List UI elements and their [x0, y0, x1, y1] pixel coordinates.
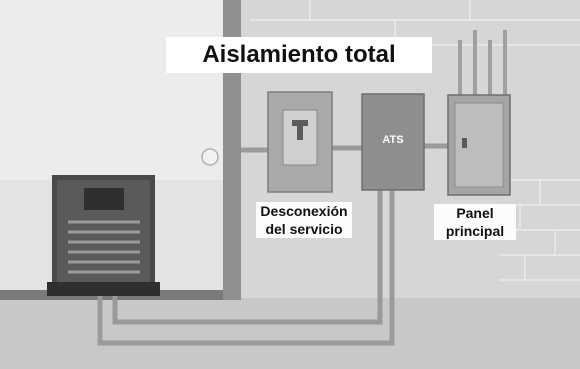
- service-disconnect-label: Desconexión del servicio: [256, 202, 352, 238]
- service-disconnect-box: [267, 91, 333, 193]
- service-disconnect-label-line1: Desconexión: [260, 203, 348, 219]
- generator: [47, 175, 160, 296]
- main-panel-label-line1: Panel: [456, 205, 494, 221]
- service-disconnect-label-line2: del servicio: [265, 221, 343, 237]
- generator-display-icon: [84, 188, 124, 210]
- main-panel-label: Panel principal: [434, 204, 516, 240]
- panel-wires: [458, 30, 507, 95]
- meter-icon: [201, 148, 219, 166]
- ats-label: ATS: [382, 134, 404, 146]
- generator-vents-icon: [68, 220, 140, 274]
- conduit-pipes: [97, 143, 448, 346]
- panel-latch-icon: [462, 138, 467, 148]
- ats-box: [361, 93, 425, 191]
- main-panel-label-line2: principal: [445, 223, 505, 239]
- main-panel-box: [447, 94, 511, 196]
- floor: [0, 298, 580, 369]
- wall-post: [223, 0, 241, 300]
- sky-area: [0, 0, 225, 180]
- diagram-title: Aislamiento total: [166, 37, 432, 73]
